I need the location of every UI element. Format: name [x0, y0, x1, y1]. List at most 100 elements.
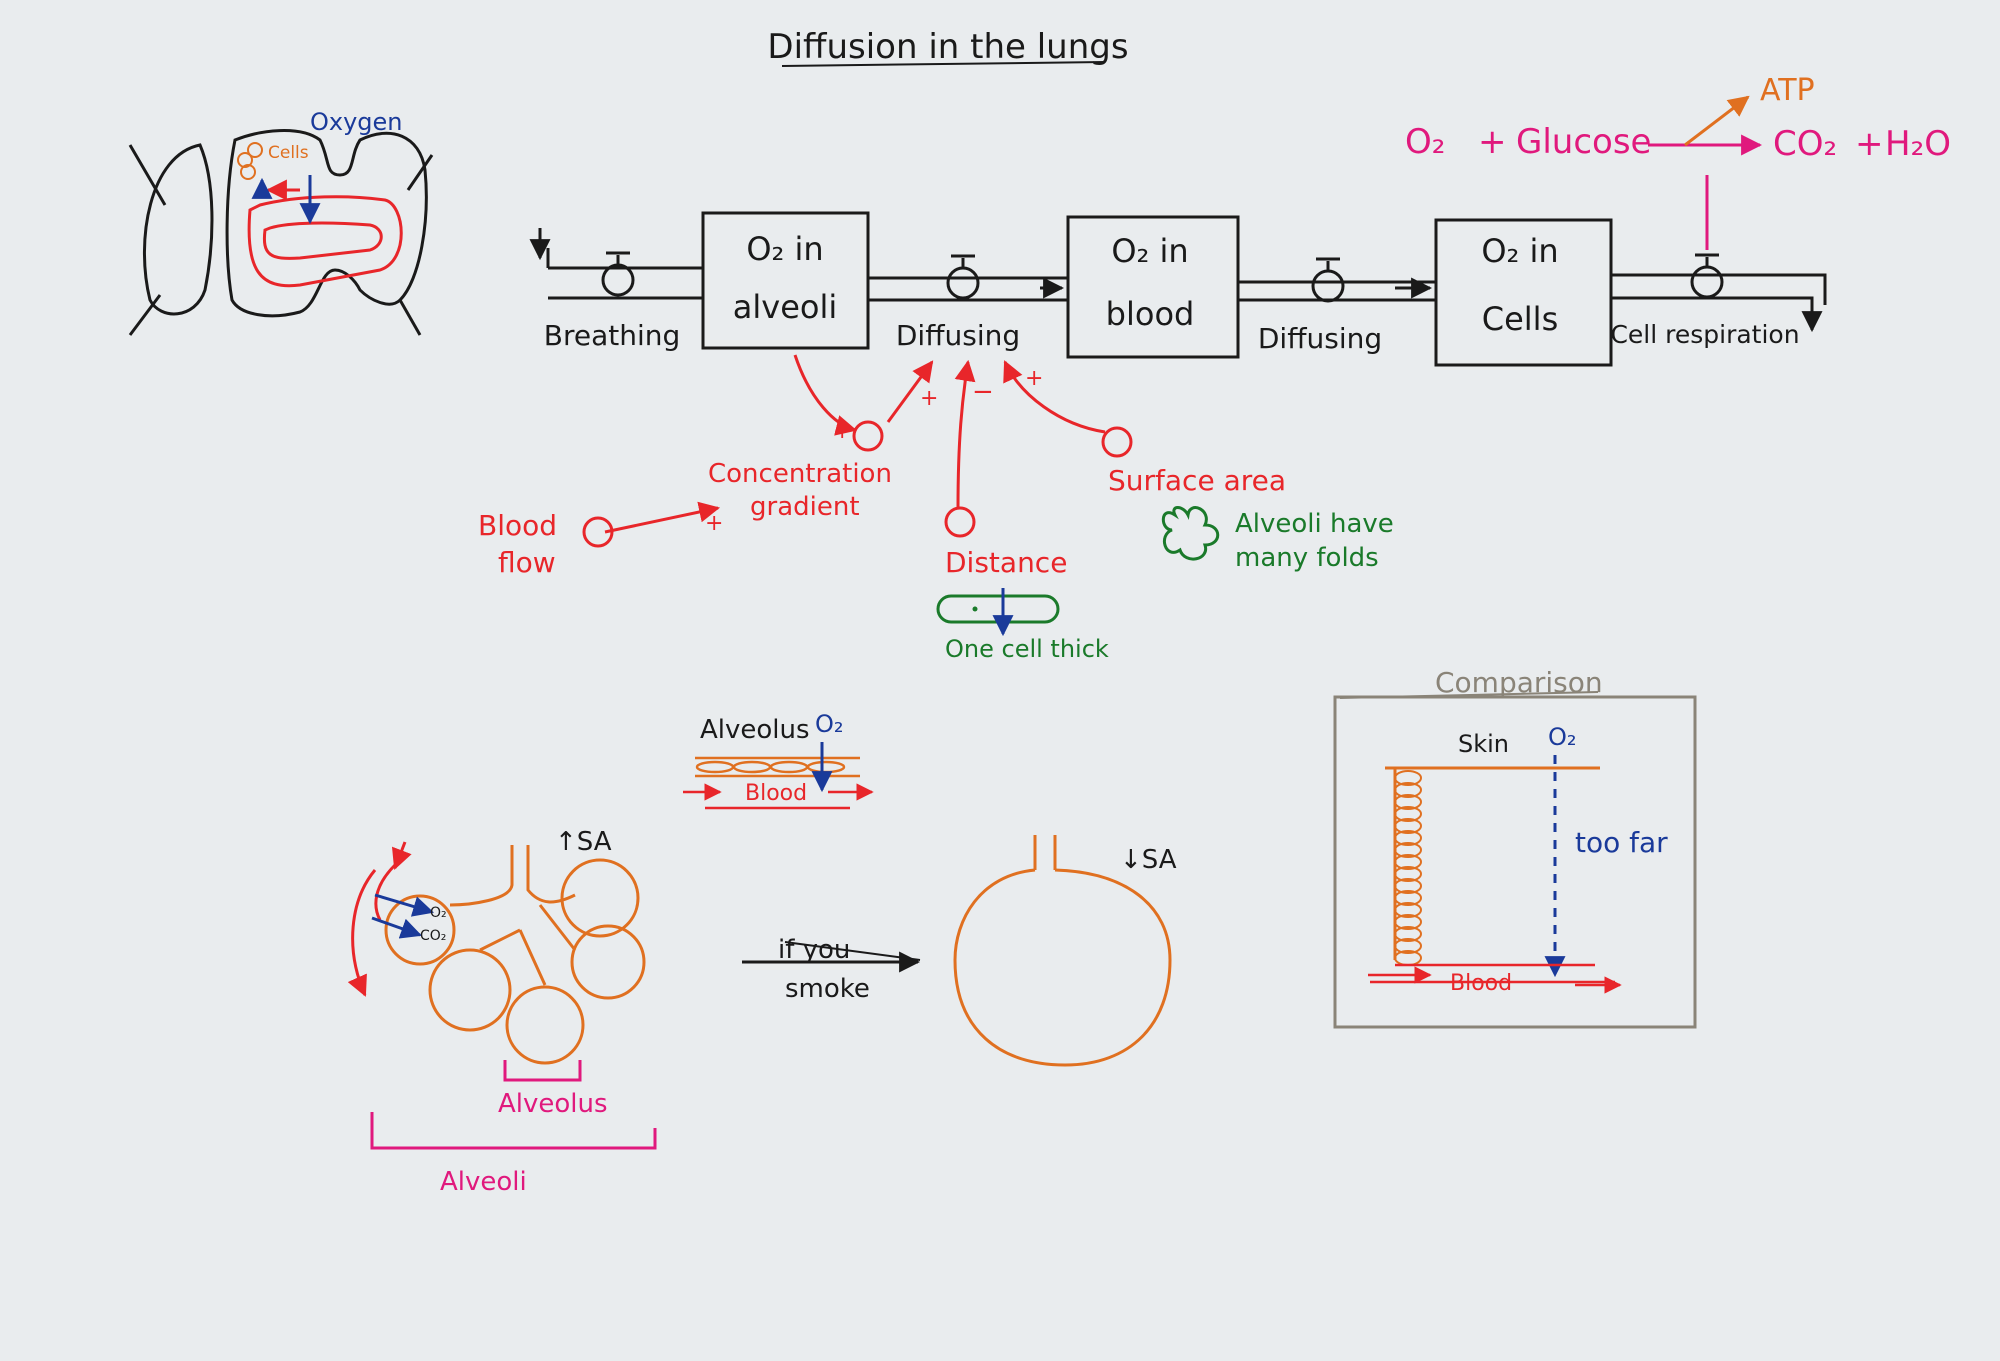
box-o2-in-blood [1066, 215, 1240, 359]
capillary-inlet-arrow [391, 841, 412, 870]
label-diffusing-2: Diffusing [1258, 322, 1382, 355]
label-alveoli: Alveoli [440, 1167, 527, 1197]
alveolus-wall-layers [695, 756, 860, 810]
cluster-co2-arrow [371, 916, 422, 939]
factor-links [604, 354, 1106, 534]
surface-to-diffusing-arrow [1003, 360, 1106, 434]
bronchiole-main [449, 845, 576, 907]
eq-atp: ATP [1760, 73, 1815, 108]
alveolus-sac-5 [384, 894, 456, 966]
alveolus-bracket [503, 1060, 582, 1082]
label-cell-respiration: Cell respiration [1610, 320, 1799, 349]
box-cells-line2: Cells [1482, 300, 1558, 338]
lung-body-sketch [128, 129, 434, 336]
label-cells: Cells [268, 143, 309, 163]
alveoli-to-gradient-arrow [793, 354, 858, 436]
label-down-sa: ↓SA [1120, 845, 1177, 875]
atp-arrow [1684, 95, 1750, 147]
alveoli-bracket [370, 1112, 657, 1150]
wall-label-o2: O₂ [815, 710, 844, 738]
smoke-underline [784, 941, 921, 961]
damaged-bronchiole [1033, 835, 1057, 870]
valve-diffusing-1 [946, 254, 980, 300]
box-o2-in-cells [1434, 218, 1613, 367]
label-breathing: Breathing [544, 319, 681, 352]
cell-circle-3 [240, 164, 256, 180]
flow-pipes [529, 228, 1827, 333]
eq-plus-2: + [1855, 124, 1884, 164]
cluster-label-o2: O₂ [430, 905, 447, 921]
box-alveoli-line1: O₂ in [746, 230, 823, 268]
left-arm-line [128, 144, 167, 206]
node-blood-flow [582, 516, 614, 548]
label-up-sa: ↑SA [555, 827, 612, 857]
valve-diffusing-2 [1311, 257, 1345, 303]
heart-lung-outline [225, 129, 428, 318]
box-blood-line2: blood [1106, 295, 1195, 333]
left-leg-line [128, 294, 162, 336]
label-oxygen: Oxygen [310, 108, 403, 136]
node-concentration-gradient [852, 420, 884, 452]
label-concentration-line1: Concentration [708, 459, 892, 489]
cluster-o2-arrow [374, 893, 435, 917]
damaged-alveolus [953, 868, 1172, 1067]
right-leg-line [398, 299, 422, 336]
distance-to-diffusing-arrow [954, 359, 976, 509]
title-underline [781, 61, 1106, 67]
alveolus-sac-2 [570, 924, 646, 1000]
capillary-arrow-outer [347, 869, 377, 997]
cell-membrane-shape [936, 594, 1060, 624]
alveolus-sac-3 [505, 985, 585, 1065]
eq-glucose: Glucose [1516, 122, 1651, 162]
box-cells-line1: O₂ in [1481, 232, 1558, 270]
label-distance: Distance [945, 546, 1067, 579]
cell-nucleus-dot [972, 606, 978, 612]
pipe-segment-4 [1610, 273, 1827, 305]
sign-plus-diffuse: + [920, 386, 938, 411]
eq-plus-1: + [1478, 122, 1507, 162]
comparison-frame [1333, 695, 1697, 1029]
left-lung-outline [142, 143, 214, 316]
valve-breathing [601, 251, 635, 297]
box-blood-line1: O₂ in [1111, 232, 1188, 270]
bronchiole-branches [479, 904, 577, 986]
label-surface-area: Surface area [1108, 464, 1286, 497]
page-title: Diffusion in the lungs [767, 27, 1128, 67]
circulation-loop-outer [247, 195, 403, 288]
sign-plus-surface: + [1025, 366, 1043, 391]
alveolus-sac-4 [428, 948, 512, 1032]
wall-label-alveolus: Alveolus [700, 715, 810, 745]
eq-o2: O₂ [1405, 122, 1445, 162]
label-folds-line1: Alveoli have [1235, 509, 1394, 539]
alveoli-cluster [384, 845, 646, 1065]
label-diffusing-1: Diffusing [896, 319, 1020, 352]
gradient-to-diffusing-arrow [886, 360, 934, 423]
eq-co2: CO₂ [1773, 124, 1837, 164]
bloodflow-to-gradient-arrow [604, 501, 721, 534]
cell-circle-2 [247, 142, 263, 158]
node-surface-area [1101, 426, 1133, 458]
label-folds-line2: many folds [1235, 543, 1379, 573]
box-o2-in-alveoli [701, 211, 870, 350]
pipe-segment-2 [868, 276, 1068, 302]
comparison-label-skin: Skin [1458, 730, 1509, 758]
skin-cell-stack [1394, 770, 1422, 966]
alveolus-sac-1 [560, 858, 640, 938]
comparison-label-too-far: too far [1575, 826, 1668, 859]
comparison-label-o2: O₂ [1548, 723, 1577, 751]
label-blood-flow-line2: flow [498, 546, 556, 579]
circulation-loop-inner [262, 221, 383, 260]
sign-plus-conc: + [833, 419, 851, 444]
wall-label-blood: Blood [745, 781, 807, 806]
sign-minus-distance: − [972, 377, 994, 407]
label-concentration-line2: gradient [750, 492, 860, 522]
cell-circle-1 [237, 152, 253, 168]
box-alveoli-line2: alveoli [733, 288, 837, 326]
label-blood-flow-line1: Blood [478, 509, 557, 542]
label-if-you: if you [778, 935, 850, 965]
comparison-label-blood: Blood [1450, 971, 1512, 996]
valve-cell-respiration [1690, 253, 1724, 299]
right-arm-line [406, 154, 434, 191]
